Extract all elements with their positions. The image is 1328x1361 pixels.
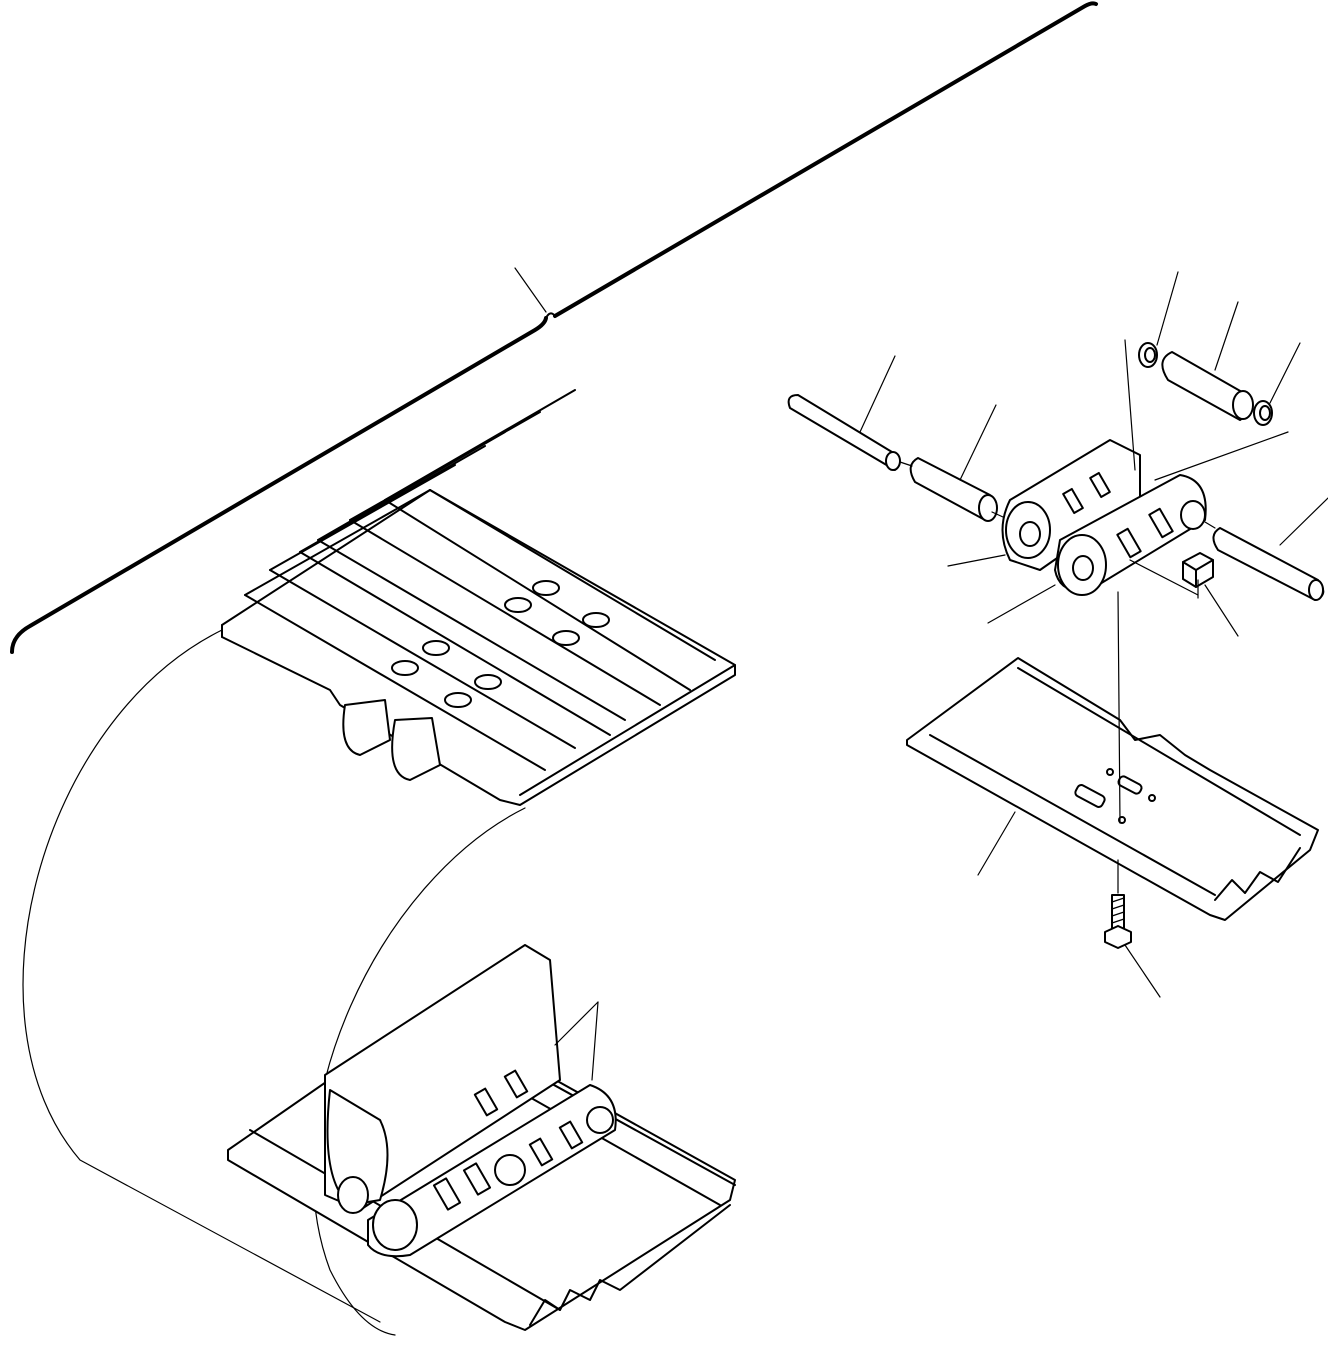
pin-icon bbox=[787, 355, 901, 471]
bracket-line-lower bbox=[10, 316, 548, 654]
leader-bolt bbox=[1124, 944, 1161, 998]
bushing-icon bbox=[899, 404, 1004, 522]
loop-outer-curve bbox=[22, 629, 381, 1323]
upper-track-shoes bbox=[221, 389, 736, 806]
track-link-icon bbox=[947, 339, 1289, 624]
leader-pin-right bbox=[1279, 497, 1328, 546]
bolt-icon bbox=[1104, 859, 1161, 998]
bracket-notch bbox=[545, 312, 556, 319]
leader-track-assembly bbox=[514, 267, 547, 313]
lower-track-shoes bbox=[227, 944, 736, 1331]
bushing-top-icon bbox=[1161, 301, 1254, 421]
leader-seal-ring-left bbox=[1156, 271, 1179, 346]
track-shoe-icon bbox=[906, 591, 1319, 921]
leader-nut bbox=[1204, 584, 1239, 637]
leader-seal-ring-right bbox=[1269, 342, 1301, 404]
bracket-line-upper bbox=[553, 1, 1098, 318]
pin-right-icon bbox=[1204, 497, 1328, 601]
nut-icon bbox=[1129, 552, 1239, 637]
leader-master-pin bbox=[859, 355, 896, 433]
leader-track-shoe bbox=[977, 811, 1016, 876]
leader-lower-link-2 bbox=[591, 1001, 599, 1081]
leader-link-left bbox=[947, 554, 1006, 567]
leader-link-right bbox=[987, 584, 1056, 624]
leader-bushing-top bbox=[1214, 301, 1239, 371]
leader-lower-link bbox=[554, 1001, 599, 1046]
leader-bushing-left bbox=[959, 404, 997, 481]
seal-ring-icon bbox=[1138, 271, 1301, 426]
track-assembly-outline bbox=[10, 1, 1098, 654]
